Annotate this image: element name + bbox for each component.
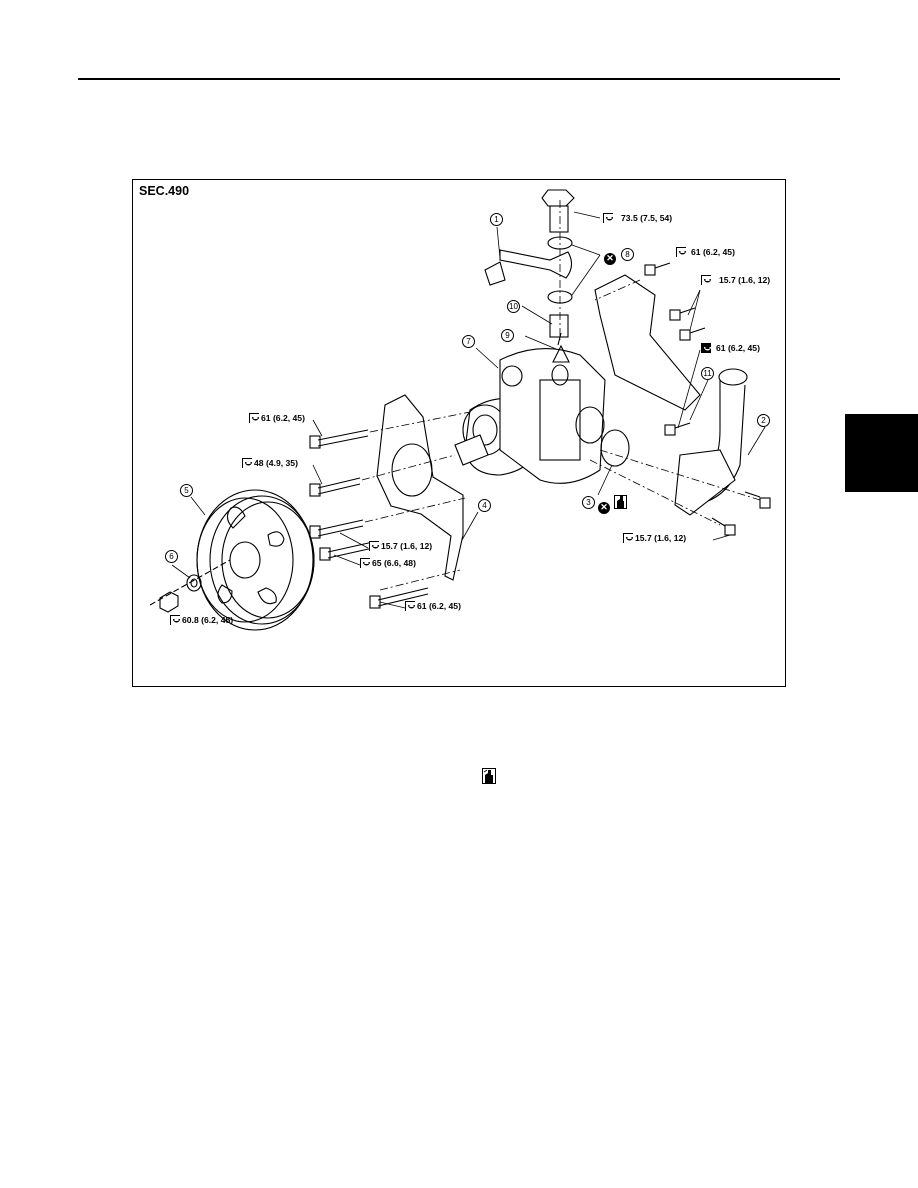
section-label: SEC.490 <box>139 184 190 198</box>
torque-value: 61 (6.2, 45) <box>691 246 735 257</box>
fluid-apply-icon <box>482 768 496 784</box>
torque-value: 15.7 (1.6, 12) <box>719 274 771 285</box>
torque-label: 48 (4.9, 35) <box>242 458 298 468</box>
discard-replace-icon: ✕ <box>604 248 616 266</box>
callout-3: 3 <box>582 496 595 509</box>
callout-1: 1 <box>490 213 503 226</box>
torque-value: 61 (6.2, 45) <box>716 342 760 353</box>
torque-value: 73.5 (7.5, 54) <box>621 212 673 223</box>
torque-label: 61 (6.2, 45) <box>676 247 735 257</box>
wrench-icon <box>623 533 633 543</box>
discard-replace-icon: ✕ <box>598 497 610 515</box>
torque-value: 61 (6.2, 45) <box>261 412 305 423</box>
torque-label: 73.5 (7.5, 54) <box>603 213 672 223</box>
torque-label: 61 (6.2, 45) <box>249 413 305 423</box>
pump-body-drawing <box>454 332 606 484</box>
wrench-icon <box>701 343 711 353</box>
wrench-icon <box>701 275 711 285</box>
wrench-icon <box>242 458 252 468</box>
torque-label: 15.7 (1.6, 12) <box>701 275 770 285</box>
wrench-icon <box>170 615 180 625</box>
torque-value: 48 (4.9, 35) <box>254 457 298 468</box>
torque-label: 15.7 (1.6, 12) <box>623 533 686 543</box>
wrench-icon <box>249 413 259 423</box>
torque-value: 60.8 (6.2, 45) <box>182 614 234 625</box>
torque-label: 61 (6.2, 45) <box>701 343 760 353</box>
callout-8: 8 <box>621 248 634 261</box>
torque-label: 60.8 (6.2, 45) <box>170 615 233 625</box>
fluid-apply-icon <box>614 495 627 509</box>
section-tab <box>845 414 918 492</box>
wrench-icon <box>360 558 370 568</box>
torque-label: 61 (6.2, 45) <box>405 601 461 611</box>
callout-9: 9 <box>501 329 514 342</box>
torque-value: 15.7 (1.6, 12) <box>381 540 433 551</box>
callout-4: 4 <box>478 499 491 512</box>
callout-6: 6 <box>165 550 178 563</box>
torque-value: 61 (6.2, 45) <box>417 600 461 611</box>
wrench-icon <box>676 247 686 257</box>
torque-label: 65 (6.6, 48) <box>360 558 416 568</box>
header-rule <box>78 78 840 80</box>
callout-7: 7 <box>462 335 475 348</box>
torque-value: 65 (6.6, 48) <box>372 557 416 568</box>
diagram-frame <box>132 179 786 687</box>
wrench-icon <box>369 541 379 551</box>
callout-5: 5 <box>180 484 193 497</box>
bolt-drawings <box>309 262 771 609</box>
wrench-icon <box>405 601 415 611</box>
torque-value: 15.7 (1.6, 12) <box>635 532 687 543</box>
callout-11: 11 <box>701 367 714 380</box>
torque-label: 15.7 (1.6, 12) <box>369 541 432 551</box>
wrench-icon <box>603 213 613 223</box>
callout-2: 2 <box>757 414 770 427</box>
callout-10: 10 <box>507 300 520 313</box>
pulley-drawing <box>196 489 315 631</box>
